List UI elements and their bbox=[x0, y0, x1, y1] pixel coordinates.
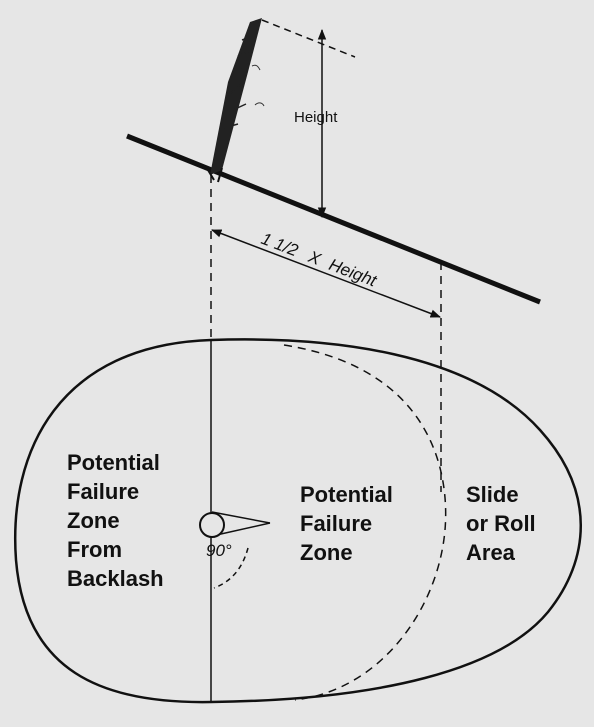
stump-circle-icon bbox=[199, 511, 271, 538]
distance-height-word: Height bbox=[326, 255, 380, 291]
height-label: Height bbox=[294, 109, 338, 126]
svg-text:1 1/2 X Height: 1 1/2 X Height bbox=[259, 229, 381, 291]
ground-slope-line bbox=[126, 133, 541, 305]
outer-zone-outline bbox=[14, 338, 582, 704]
distance-arrow bbox=[211, 229, 441, 318]
zone-backlash-label: Potential Failure Zone From Backlash bbox=[67, 450, 166, 591]
zone-failure-label: Potential Failure Zone bbox=[300, 482, 399, 565]
tree-trunk-icon bbox=[207, 18, 265, 183]
failure-zone-arc bbox=[283, 344, 447, 701]
zone-slide-label: Slide or Roll Area bbox=[466, 482, 542, 565]
angle-arc bbox=[213, 547, 249, 589]
height-top-guide bbox=[261, 19, 356, 58]
angle-label: 90° bbox=[206, 541, 232, 560]
distance-label: 1 1/2 X Height bbox=[259, 229, 381, 291]
